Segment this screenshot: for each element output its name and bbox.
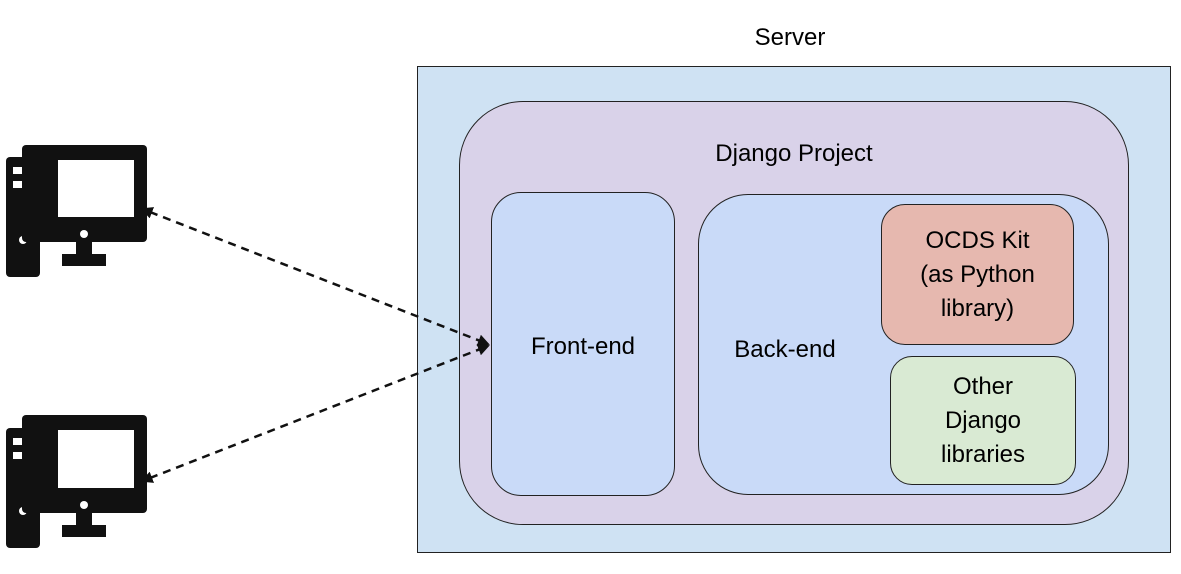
other-django-libraries-box <box>890 356 1076 485</box>
other-libraries-line: Django <box>944 406 1022 434</box>
frontend-label: Front-end <box>530 333 636 360</box>
backend-label: Back-end <box>734 336 836 363</box>
ocds-kit-line: OCDS Kit <box>925 226 1030 254</box>
other-libraries-line: Other <box>952 372 1014 400</box>
frontend-box <box>491 192 675 496</box>
django-project-title: Django Project <box>715 140 873 167</box>
ocds-kit-box <box>881 204 1074 345</box>
desktop-computer-icon <box>6 415 147 548</box>
other-django-libraries-label: Other Django libraries <box>890 356 1076 485</box>
ocds-kit-label: OCDS Kit (as Python library) <box>881 204 1074 345</box>
server-title: Server <box>754 24 826 51</box>
ocds-kit-line: library) <box>940 294 1015 322</box>
ocds-kit-line: (as Python <box>920 260 1035 288</box>
desktop-computer-icon <box>6 145 147 277</box>
other-libraries-line: libraries <box>940 440 1026 468</box>
